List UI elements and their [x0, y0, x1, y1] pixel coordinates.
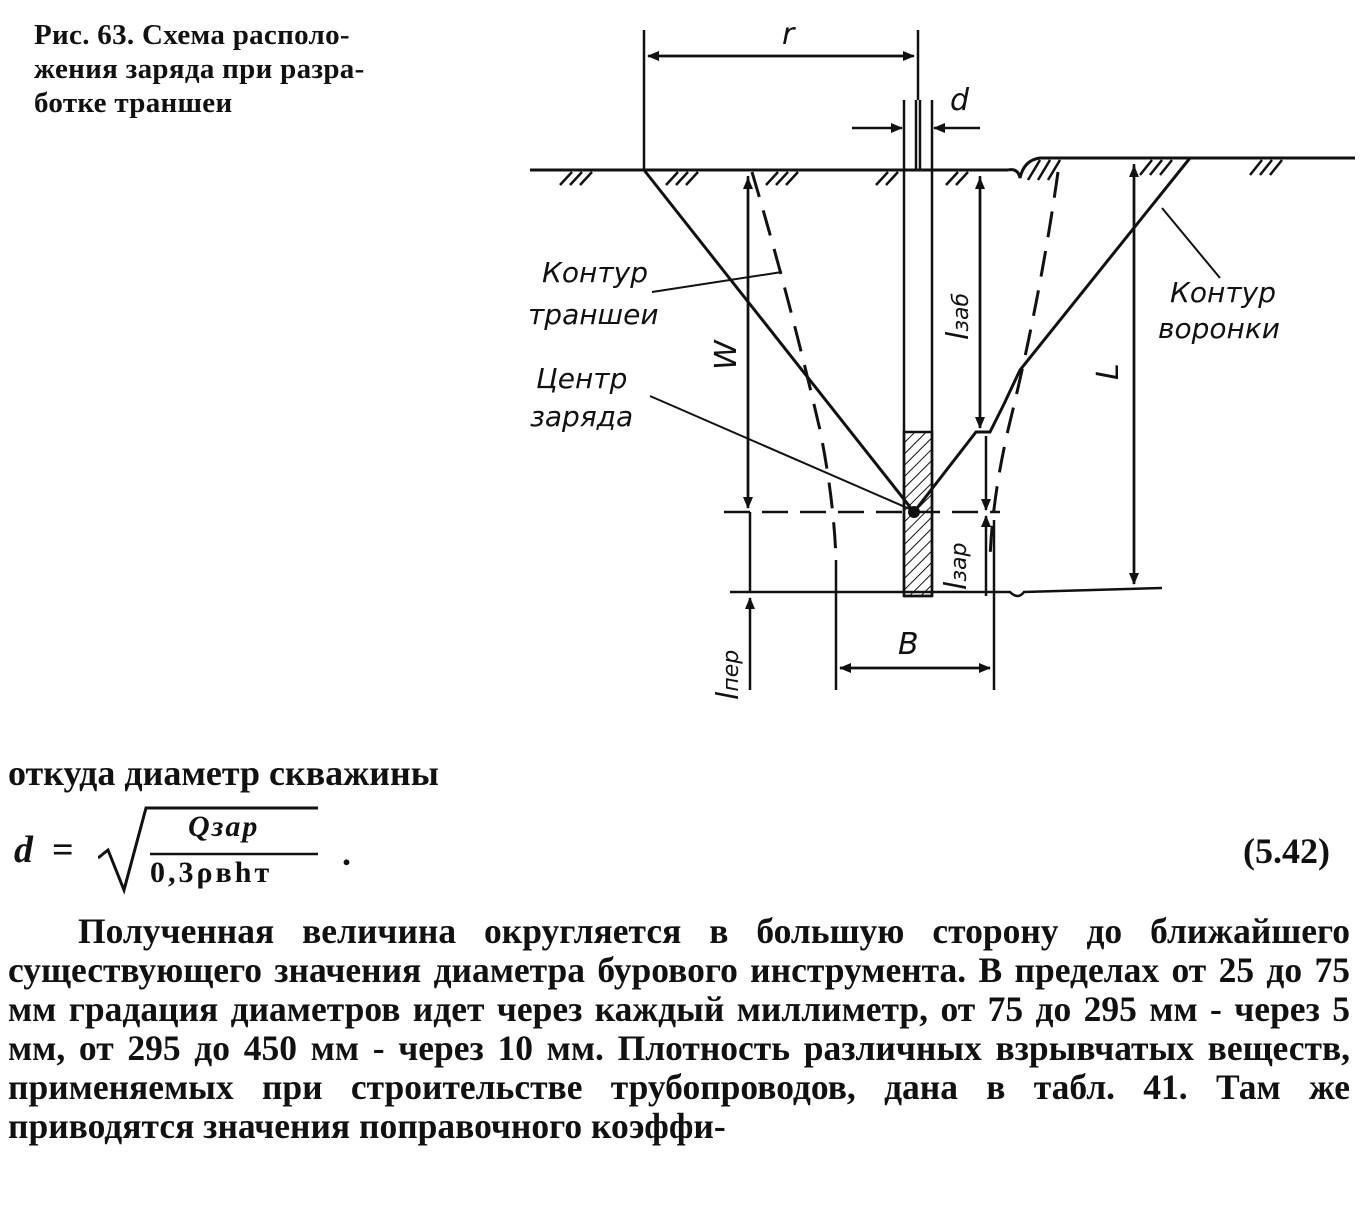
dim-label-W: W — [709, 339, 744, 370]
formula-5-42: d = Qзар 0,3ρвhт . (5.42) — [8, 806, 1350, 896]
label-charge-center-1: Центр — [536, 362, 627, 395]
ground-hatching — [559, 159, 1283, 186]
dim-label-l-per: lпер — [711, 650, 746, 700]
dim-label-l-zar: lзар — [939, 543, 974, 591]
label-trench-contour-1: Контур — [542, 256, 648, 289]
caption-line-1: Рис. 63. Схема располо- — [34, 19, 350, 51]
crater-contour — [642, 157, 1192, 513]
dim-label-r: r — [782, 17, 796, 52]
paragraph-text: Полученная величина округляется в большу… — [8, 911, 1350, 1146]
caption-line-3: ботке траншеи — [34, 87, 233, 119]
trench-contour — [750, 171, 1060, 561]
dim-label-B: B — [898, 627, 919, 662]
ground-surface — [530, 156, 1355, 179]
formula-lhs: d — [14, 829, 33, 871]
caption-line-2: жения заряда при разра- — [34, 53, 365, 85]
dim-label-l-zab: lзаб — [941, 293, 976, 340]
label-crater-contour-1: Контур — [1170, 276, 1276, 309]
trench-bottom-line — [730, 586, 1163, 598]
formula-period: . — [342, 833, 351, 873]
dim-label-L: L — [1091, 363, 1126, 380]
label-charge-center-2: заряда — [530, 400, 633, 433]
leader-lines — [649, 207, 1221, 511]
dimension-B — [834, 520, 996, 690]
figure-caption: Рис. 63. Схема располо- жения заряда при… — [34, 18, 474, 120]
formula-equals: = — [52, 829, 74, 871]
dim-label-d: d — [950, 83, 970, 118]
label-trench-contour-2: траншеи — [528, 298, 659, 331]
body-paragraph: Полученная величина округляется в большу… — [8, 912, 1350, 1146]
formula-denominator: 0,3ρвhт — [150, 856, 273, 889]
intro-line: откуда диаметр скважины — [8, 753, 439, 793]
formula-numerator: Qзар — [188, 810, 260, 843]
equation-number: (5.42) — [1243, 831, 1330, 871]
label-crater-contour-2: воронки — [1158, 312, 1280, 345]
dimension-r — [642, 30, 920, 170]
trench-charge-diagram: r d W lзаб lзар L lпер B — [528, 17, 1355, 700]
square-root-sign — [98, 806, 318, 895]
